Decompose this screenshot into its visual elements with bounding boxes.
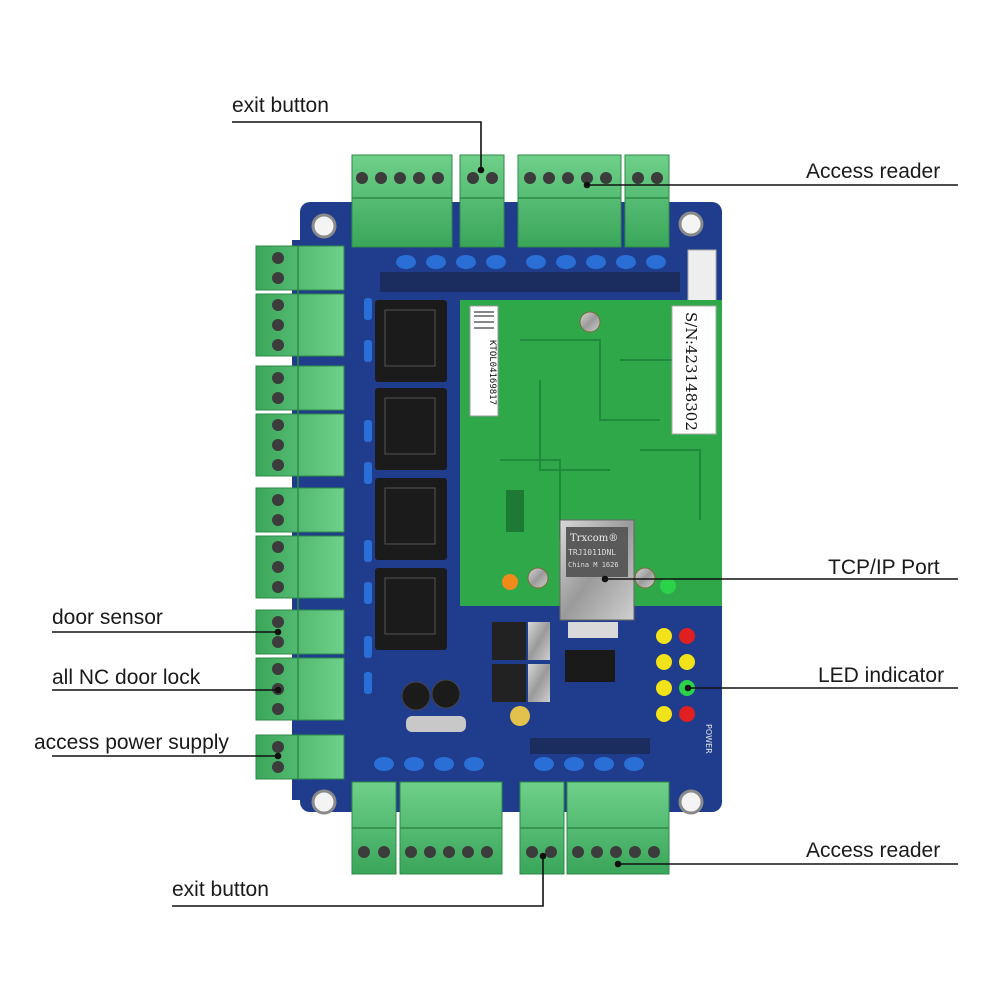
diodes-left	[364, 298, 372, 694]
ethernet-origin: China M 1626	[568, 561, 619, 569]
board-screw	[527, 567, 549, 589]
ethernet-model: TRJ1011DNL	[568, 548, 616, 557]
pin-header-top	[380, 272, 680, 292]
pin-header-bottom	[530, 738, 650, 754]
resistor	[406, 716, 466, 732]
label-tcp-ip-port: TCP/IP Port	[828, 556, 940, 579]
label-access-power-supply: access power supply	[34, 731, 229, 754]
electrolytic-capacitors	[401, 679, 461, 711]
mounting-hole	[311, 211, 704, 815]
led-side-label: POWER	[704, 724, 713, 754]
barcode-sticker	[469, 305, 499, 417]
left-terminal-blocks	[255, 245, 345, 780]
relay-bank	[375, 300, 447, 650]
orange-led	[502, 574, 518, 590]
label-exit-button-bottom: exit button	[172, 878, 269, 901]
pcb-traces	[500, 339, 701, 540]
ethernet-jack: Trxcom® TRJ1011DNL China M 1626	[559, 519, 635, 621]
label-access-reader-top: Access reader	[806, 160, 941, 183]
regulators	[492, 622, 550, 702]
barcode-lines	[474, 311, 494, 329]
buzzer	[510, 706, 530, 726]
serial-sticker	[671, 305, 717, 435]
label-exit-button-top: exit button	[232, 94, 329, 117]
callout-lines	[52, 121, 958, 907]
board-screw	[579, 311, 601, 333]
barcode-label: KTOL04169817	[487, 340, 497, 405]
daughter-header	[506, 490, 524, 532]
label-led-indicator: LED indicator	[818, 664, 945, 687]
bottom-terminal-blocks	[351, 781, 670, 875]
pin-header-small	[568, 622, 618, 638]
white-connector	[687, 249, 717, 303]
led-indicator-array	[656, 628, 695, 722]
ic-chip	[565, 650, 615, 682]
capacitor-row-bottom	[374, 757, 644, 771]
label-nc-door-lock: all NC door lock	[52, 666, 201, 689]
label-access-reader-bottom: Access reader	[806, 839, 941, 862]
serial-number: S/N:423148302	[682, 312, 700, 431]
ethernet-brand: Trxcom®	[570, 533, 618, 544]
green-led	[660, 578, 676, 594]
capacitor-row-top	[396, 255, 666, 269]
board-screw	[634, 567, 656, 589]
label-door-sensor: door sensor	[52, 606, 163, 629]
top-terminal-blocks	[351, 154, 670, 248]
